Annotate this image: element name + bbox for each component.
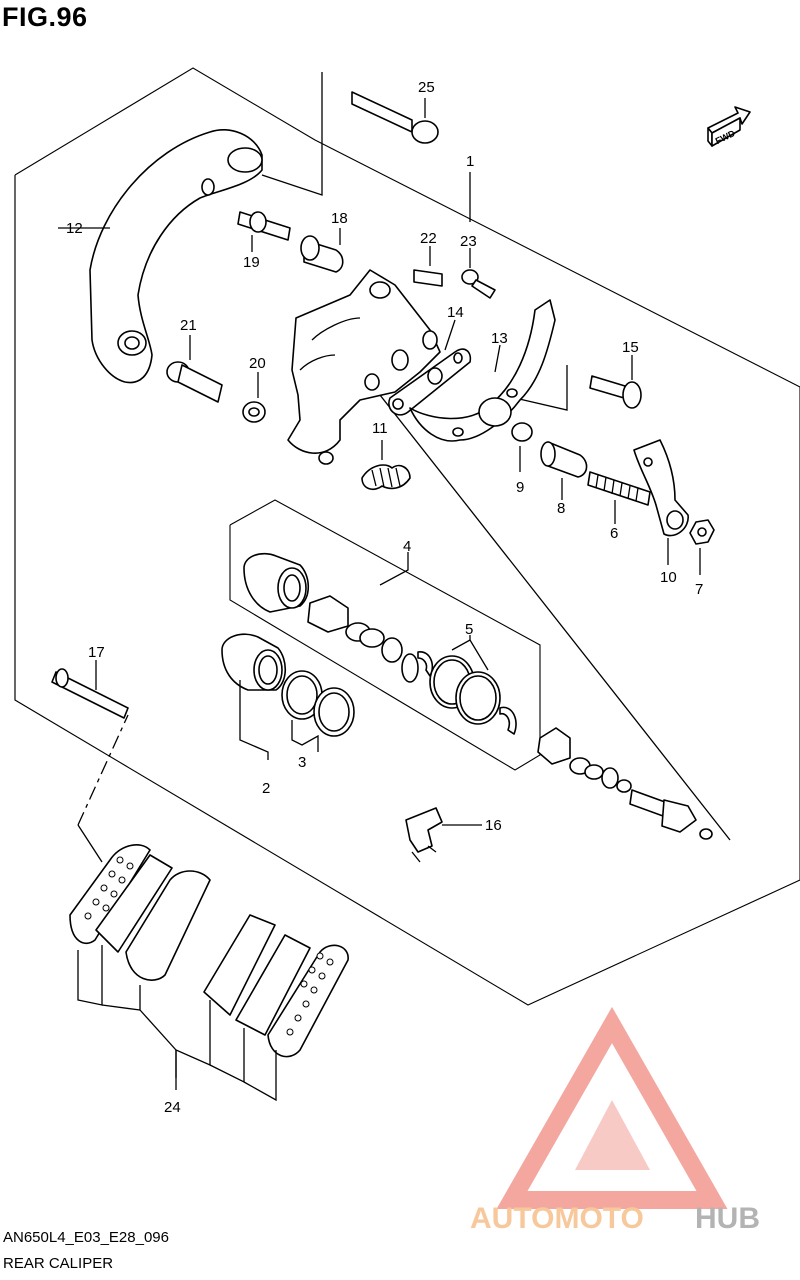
pin-19-part	[237, 211, 291, 252]
callout-12: 12	[66, 220, 83, 237]
callout-24: 24	[164, 1099, 181, 1116]
watermark-text-hub: HUB	[695, 1202, 760, 1235]
lever-10-part	[633, 439, 689, 565]
callout-6: 6	[610, 525, 618, 542]
nut-20-part	[242, 372, 266, 423]
piston-2-part	[221, 633, 287, 760]
assembly-boundary	[14, 67, 800, 1006]
callout-5: 5	[465, 621, 473, 638]
adjuster-assembly-part	[537, 727, 713, 840]
callout-8: 8	[557, 500, 565, 517]
callout-9: 9	[516, 479, 524, 496]
spring-11-part	[361, 440, 411, 491]
callout-17: 17	[88, 644, 105, 661]
lever-13-part	[409, 299, 556, 442]
figure-name: REAR CALIPER	[3, 1255, 114, 1272]
callout-1: 1	[466, 153, 474, 170]
boot-18-part	[300, 228, 344, 273]
seal-kit-boundary	[229, 499, 541, 771]
bolt-25-part	[351, 91, 439, 144]
callout-3: 3	[298, 754, 306, 771]
callout-23: 23	[460, 233, 477, 250]
callout-10: 10	[660, 569, 677, 586]
callout-2: 2	[262, 780, 270, 797]
cap-23-part	[461, 248, 496, 299]
figure-title: FIG.96	[2, 2, 88, 32]
brake-pads-24-part	[69, 844, 349, 1102]
callout-22: 22	[420, 230, 437, 247]
callout-21: 21	[180, 317, 197, 334]
watermark-text-auto: AUTOMOTO	[470, 1202, 644, 1235]
piston-kit-4-part	[243, 552, 517, 735]
leader-lines	[77, 72, 731, 863]
forward-arrow-icon: FWD	[707, 106, 751, 147]
caliper-body-part	[287, 269, 441, 465]
bolt-21-part	[166, 335, 223, 403]
callout-16: 16	[485, 817, 502, 834]
oring-9-part	[511, 422, 533, 472]
callout-13: 13	[491, 330, 508, 347]
plate-14-part	[388, 319, 472, 416]
callout-19: 19	[243, 254, 260, 271]
bolt-15-part	[589, 355, 642, 409]
callout-labels: 25 1 12 18 22 23 19 14 21 13 15 20 11 9 …	[66, 79, 703, 1116]
callout-11: 11	[372, 420, 388, 437]
callout-20: 20	[249, 355, 266, 372]
watermark-logo: AUTOMOTO HUB	[470, 1006, 760, 1235]
figure-code: AN650L4_E03_E28_096	[3, 1229, 169, 1246]
shaft-6-part	[587, 471, 651, 524]
callout-15: 15	[622, 339, 639, 356]
callout-4: 4	[403, 538, 411, 555]
pin-17-part	[51, 660, 129, 719]
pad-spring-16-part	[405, 807, 482, 863]
callout-7: 7	[695, 581, 703, 598]
callout-25: 25	[418, 79, 435, 96]
nut-7-part	[689, 519, 715, 575]
seals-3-part	[281, 670, 355, 752]
bleeder-22-part	[413, 246, 443, 287]
caliper-bracket-part	[58, 128, 263, 384]
adjuster-8-part	[540, 441, 588, 500]
callout-14: 14	[447, 304, 464, 321]
callout-18: 18	[331, 210, 348, 227]
